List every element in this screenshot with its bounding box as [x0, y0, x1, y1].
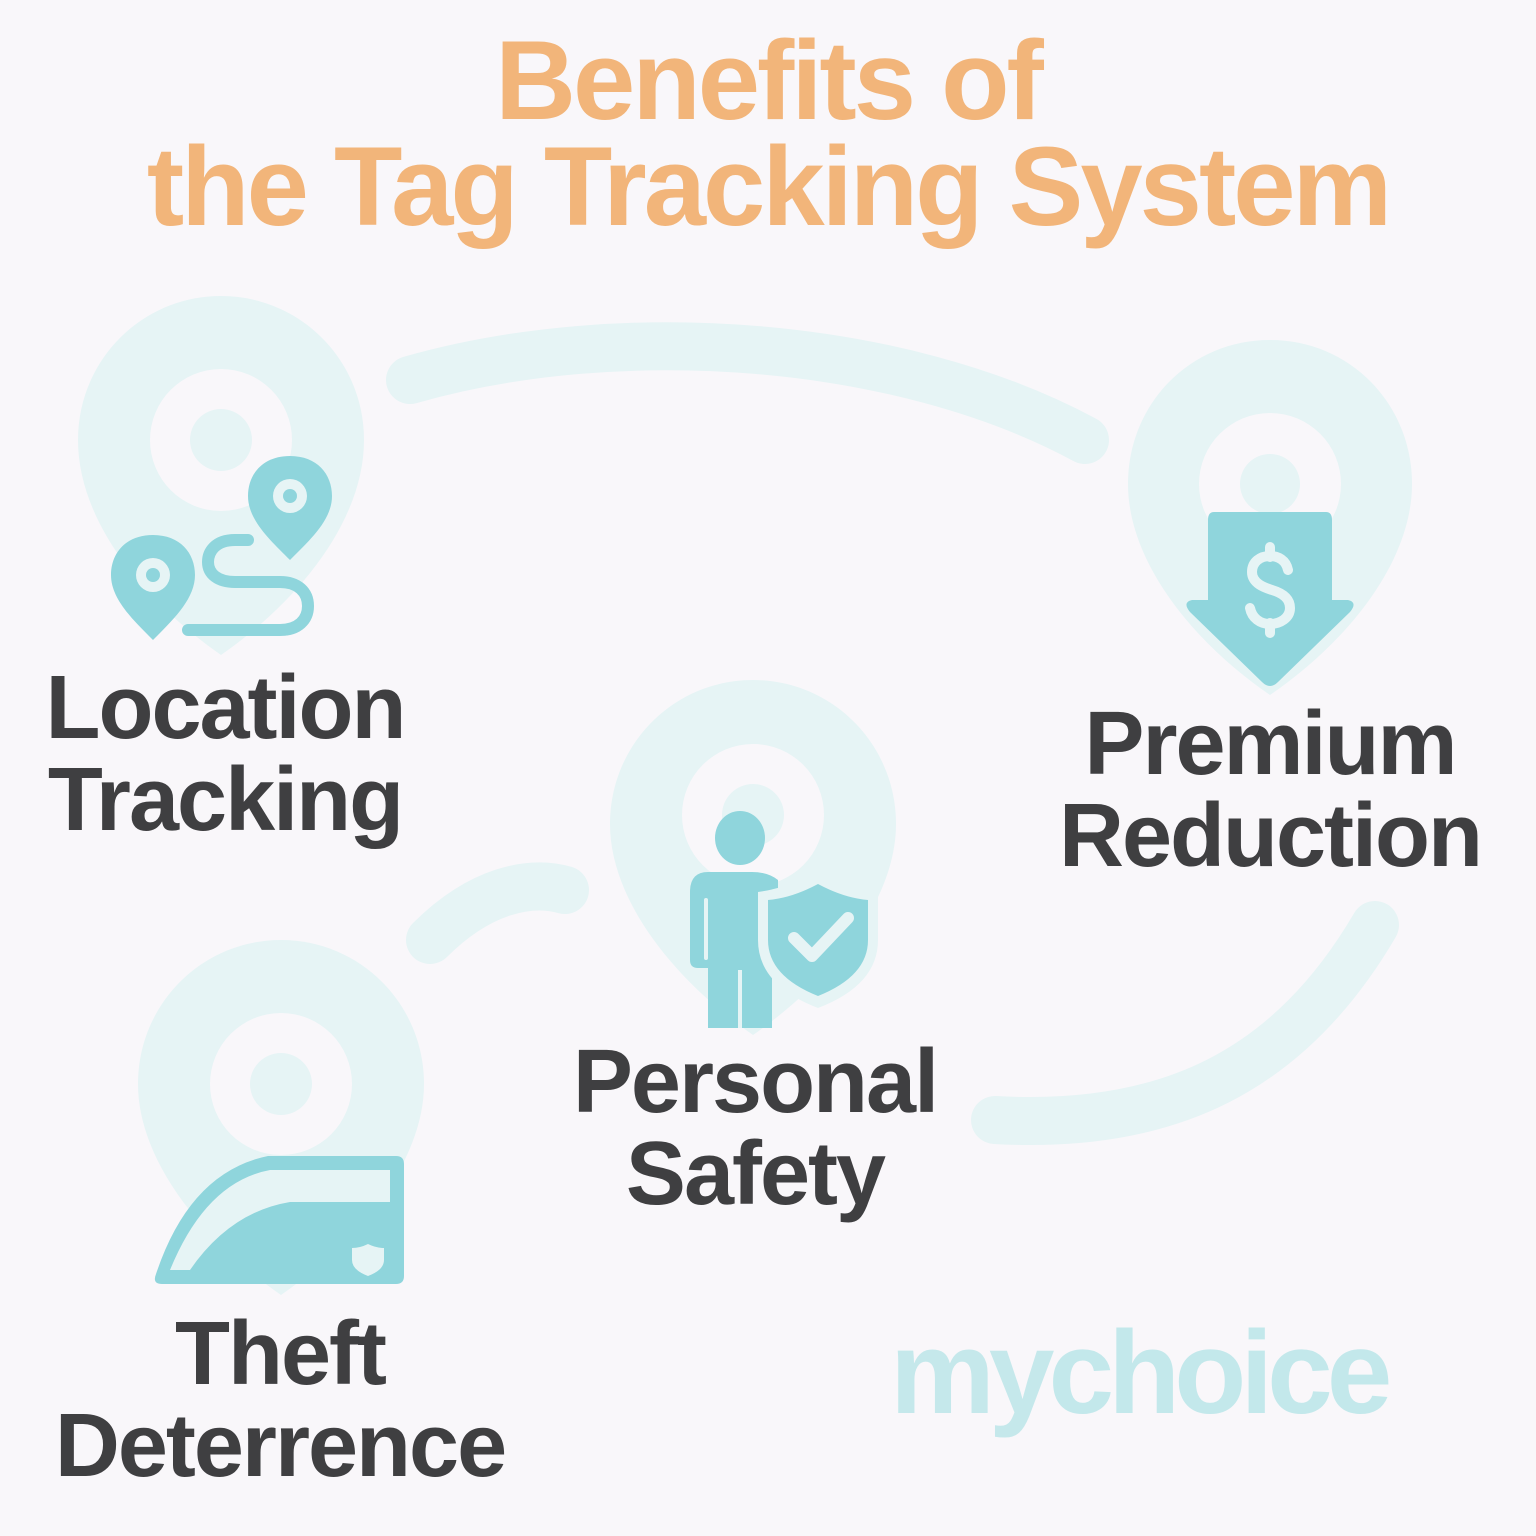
benefit-location-tracking: Location Tracking — [20, 662, 430, 846]
logo-part-my: my — [890, 1307, 1055, 1439]
page-title: Benefits of the Tag Tracking System — [0, 18, 1536, 249]
logo-part-choice: choice — [1048, 1307, 1393, 1439]
benefit-personal-safety: Personal Safety — [540, 1036, 970, 1220]
benefit-label-line1: Theft — [175, 1304, 387, 1404]
benefit-premium-reduction: Premium Reduction — [1030, 698, 1510, 882]
title-line-2: the Tag Tracking System — [146, 124, 1392, 249]
benefit-theft-deterrence: Theft Deterrence — [20, 1308, 540, 1492]
map-route-pins-icon — [111, 456, 332, 640]
connector-arcs — [386, 322, 1399, 1145]
mychoice-logo: mychoice — [890, 1307, 1393, 1439]
car-door-shield-icon — [154, 1156, 404, 1284]
title-line-1: Benefits of — [495, 18, 1044, 143]
benefit-label-line2: Deterrence — [54, 1396, 507, 1496]
benefit-label-line1: Personal — [572, 1032, 939, 1132]
dollar-down-arrow-icon — [1186, 512, 1354, 686]
benefit-label-line1: Premium — [1084, 694, 1457, 794]
benefit-label-line2: Tracking — [47, 750, 404, 850]
benefit-label-line1: Location — [45, 658, 407, 758]
person-shield-check-icon — [690, 811, 878, 1028]
benefit-label-line2: Safety — [625, 1124, 886, 1224]
benefit-label-line2: Reduction — [1059, 786, 1483, 886]
